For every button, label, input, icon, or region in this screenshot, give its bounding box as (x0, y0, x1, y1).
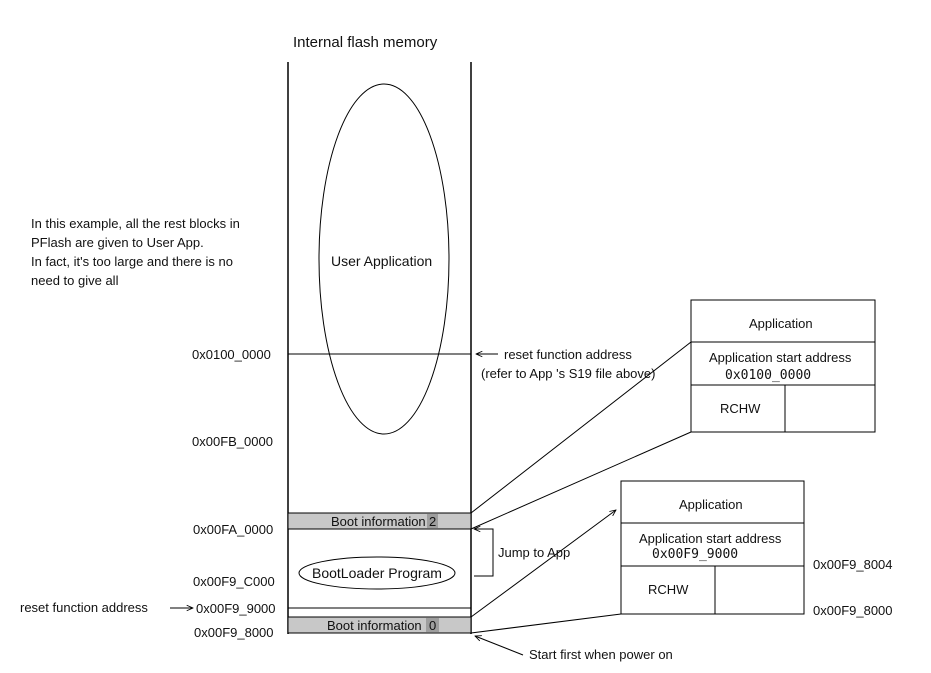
boot-information-2-label: Boot information (331, 514, 426, 529)
note-line-2: PFlash are given to User App. (31, 235, 204, 250)
addr-00FB0000: 0x00FB_0000 (192, 434, 273, 449)
refer-note: (refer to App 's S19 file above) (481, 366, 655, 381)
addr-00F99000: 0x00F9_9000 (196, 601, 276, 616)
start-first-arrow (475, 636, 524, 656)
user-application-ellipse (318, 83, 450, 435)
bootloader-ellipse (298, 556, 456, 590)
upper-box-start-label: Application start address (709, 350, 852, 365)
boot-information-0-number: 0 (429, 618, 436, 633)
addr-00FA0000: 0x00FA_0000 (193, 522, 273, 537)
jump-to-app-label: Jump to App (498, 545, 570, 560)
boot-information-0-num-bg (426, 618, 439, 632)
note-line-3: In fact, it's too large and there is no (31, 254, 233, 269)
reset-function-right-label: reset function address (504, 347, 632, 362)
addr-00F9C000: 0x00F9_C000 (193, 574, 275, 589)
boot-information-2-block (287, 512, 472, 530)
note-line-1: In this example, all the rest blocks in (31, 216, 240, 231)
addr-01000000: 0x0100_0000 (192, 347, 271, 362)
note-line-4: need to give all (31, 273, 119, 288)
boot-information-0-label: Boot information (327, 618, 422, 633)
addr-00F98000-right: 0x00F9_8000 (813, 603, 893, 618)
upper-box-start-value: 0x0100_0000 (725, 368, 811, 383)
start-first-label: Start first when power on (529, 647, 673, 662)
lower-box-start-value: 0x00F9_9000 (652, 547, 738, 562)
boot-information-2-num-bg (427, 514, 438, 528)
lower-box-rchw: RCHW (648, 582, 689, 597)
upper-box-rchw: RCHW (720, 401, 761, 416)
lower-box-link-top (470, 510, 616, 618)
bootloader-label: BootLoader Program (312, 565, 442, 581)
boot-information-0-block (287, 616, 472, 634)
reset-function-left-label: reset function address (20, 600, 148, 615)
lower-application-box (620, 480, 805, 615)
upper-box-link-top (470, 341, 692, 514)
diagram-title: Internal flash memory (293, 34, 438, 51)
addr-00F98004: 0x00F9_8004 (813, 557, 893, 572)
lower-box-link-bottom (470, 613, 622, 634)
jump-bracket (474, 528, 494, 577)
upper-box-link-bottom (470, 431, 692, 530)
lower-box-title: Application (679, 497, 743, 512)
lower-box-start-label: Application start address (639, 531, 782, 546)
user-application-label: User Application (331, 253, 432, 269)
addr-00F98000: 0x00F9_8000 (194, 625, 274, 640)
upper-application-box (690, 299, 876, 433)
boot-information-2-number: 2 (429, 514, 436, 529)
upper-box-title: Application (749, 316, 813, 331)
